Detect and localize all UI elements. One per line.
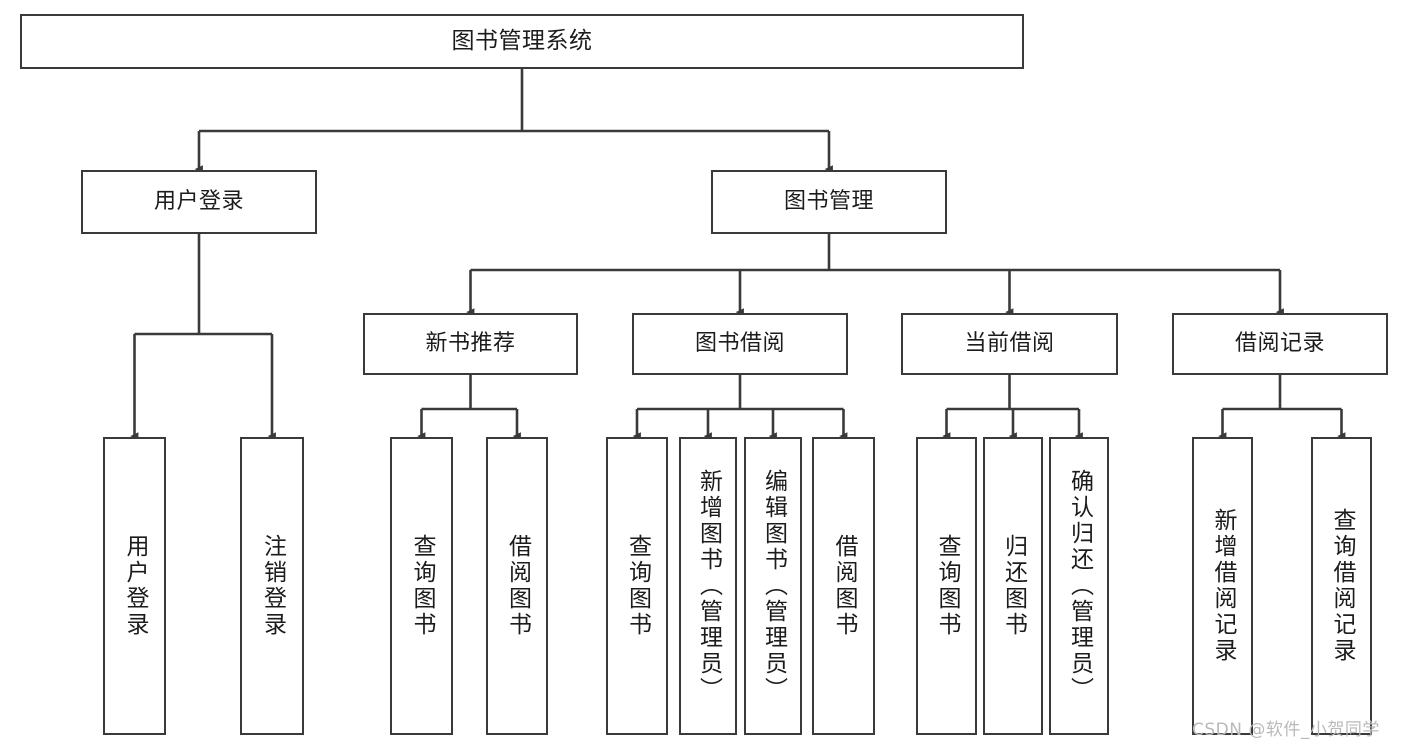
- node-label: 用户登录: [122, 534, 148, 638]
- node-label: 新书推荐: [425, 331, 516, 357]
- node-leaf-query-record[interactable]: 查询借阅记录: [1311, 437, 1372, 735]
- node-label: 用户登录: [153, 189, 244, 215]
- node-leaf-add-record[interactable]: 新增借阅记录: [1192, 437, 1253, 735]
- node-label: 归还图书: [1000, 534, 1027, 638]
- node-current-borrow[interactable]: 当前借阅: [901, 313, 1118, 375]
- watermark-label: CSDN @软件_小贺同学: [1192, 720, 1380, 740]
- node-label: 新增借阅记录: [1210, 508, 1236, 664]
- node-root[interactable]: 图书管理系统: [20, 14, 1024, 69]
- node-label: 编辑图书（管理员）: [760, 469, 787, 703]
- node-user-login[interactable]: 用户登录: [81, 170, 317, 234]
- node-label: 查询图书: [624, 534, 651, 638]
- node-label: 查询借阅记录: [1329, 508, 1355, 664]
- node-borrow-record[interactable]: 借阅记录: [1172, 313, 1388, 375]
- node-label: 借阅图书: [504, 534, 531, 638]
- edge-layer: [130, 69, 1346, 441]
- node-book-borrow[interactable]: 图书借阅: [632, 313, 848, 375]
- node-leaf-query-book-1[interactable]: 查询图书: [390, 437, 453, 735]
- node-label: 确认归还（管理员）: [1066, 469, 1093, 703]
- node-leaf-borrow-book-2[interactable]: 借阅图书: [812, 437, 875, 735]
- node-label: 借阅记录: [1234, 331, 1325, 357]
- node-label: 图书管理系统: [451, 27, 593, 54]
- node-label: 查询图书: [409, 534, 435, 638]
- node-leaf-confirm-return[interactable]: 确认归还（管理员）: [1049, 437, 1109, 735]
- node-label: 图书管理: [783, 189, 874, 215]
- node-label: 新增图书（管理员）: [695, 469, 722, 703]
- node-book-manage[interactable]: 图书管理: [711, 170, 947, 234]
- node-leaf-logout[interactable]: 注销登录: [240, 437, 304, 735]
- node-new-book-rec[interactable]: 新书推荐: [363, 313, 578, 375]
- node-leaf-user-login[interactable]: 用户登录: [103, 437, 166, 735]
- node-label: 当前借阅: [964, 331, 1055, 357]
- node-leaf-return-book[interactable]: 归还图书: [983, 437, 1043, 735]
- node-leaf-edit-book[interactable]: 编辑图书（管理员）: [744, 437, 802, 735]
- node-label: 图书借阅: [694, 331, 785, 357]
- node-label: 借阅图书: [831, 534, 857, 638]
- node-label: 注销登录: [259, 534, 286, 638]
- node-label: 查询图书: [934, 534, 960, 638]
- node-leaf-query-book-2[interactable]: 查询图书: [606, 437, 668, 735]
- node-leaf-borrow-book-1[interactable]: 借阅图书: [486, 437, 548, 735]
- node-leaf-add-book[interactable]: 新增图书（管理员）: [679, 437, 737, 735]
- node-leaf-query-book-3[interactable]: 查询图书: [916, 437, 977, 735]
